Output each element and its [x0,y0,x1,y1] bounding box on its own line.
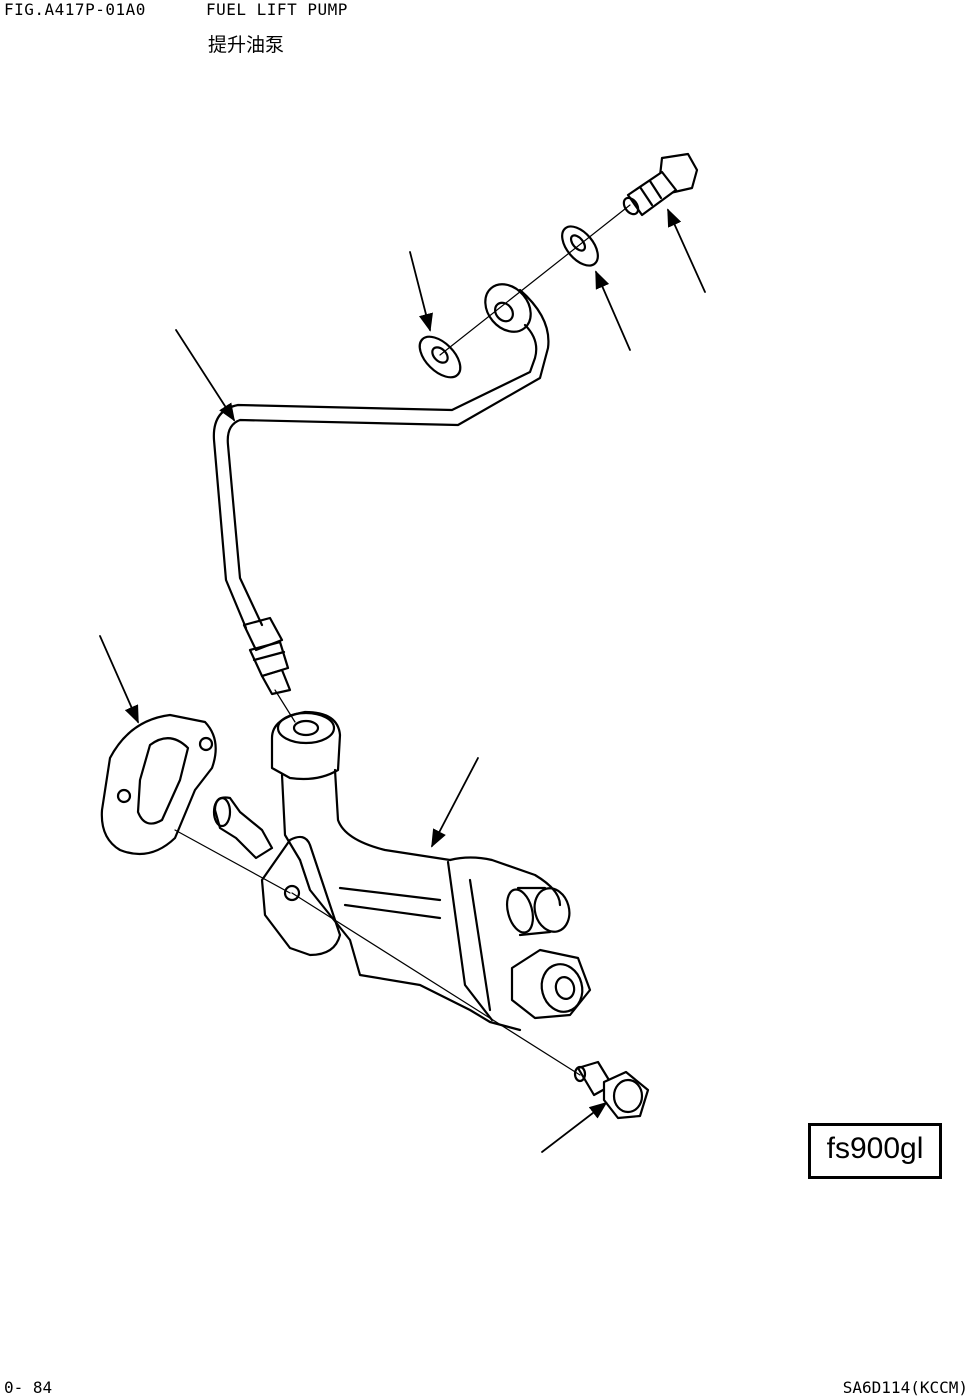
assembly-axis-upper [439,204,631,356]
fuel-tube [212,283,550,696]
figure-subtitle: 提升油泵 [208,34,285,56]
mounting-bolt [573,1060,650,1120]
reference-code-box: fs900gl [808,1123,942,1179]
fuel-lift-pump [212,710,592,1032]
figure-id: FIG.A417P-01A0 [4,0,146,19]
leader-arrow [595,270,631,351]
washer-lower [418,335,462,379]
assembly-axis-tube [274,689,296,723]
assembly-axis-bolt [291,892,581,1076]
figure-title: FUEL LIFT PUMP [206,0,348,19]
gasket [100,713,217,856]
washer-upper [561,225,599,267]
leader-arrow [541,1101,608,1153]
assembly-axis-lower [174,829,291,894]
leader-arrow [175,329,235,422]
leader-arrow [667,208,706,293]
banjo-bolt [622,152,699,217]
reference-code: fs900gl [826,1132,924,1165]
model-code: SA6D114(KCCM) [842,1378,968,1397]
leader-arrow [99,635,139,724]
leader-arrow [409,251,433,332]
leader-arrow [431,757,479,848]
page-number: 0- 84 [4,1378,53,1397]
